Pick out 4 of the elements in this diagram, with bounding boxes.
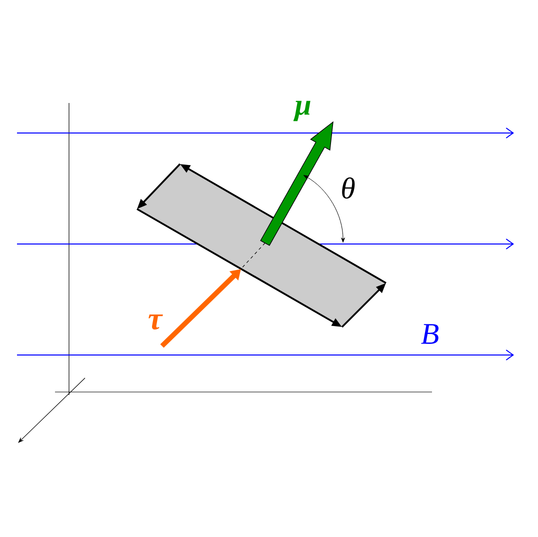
symbol-label: τ	[148, 314, 163, 330]
symbol-label: B	[421, 324, 439, 344]
symbol-label: θ	[342, 177, 355, 199]
symbol-label: μ	[293, 100, 310, 122]
